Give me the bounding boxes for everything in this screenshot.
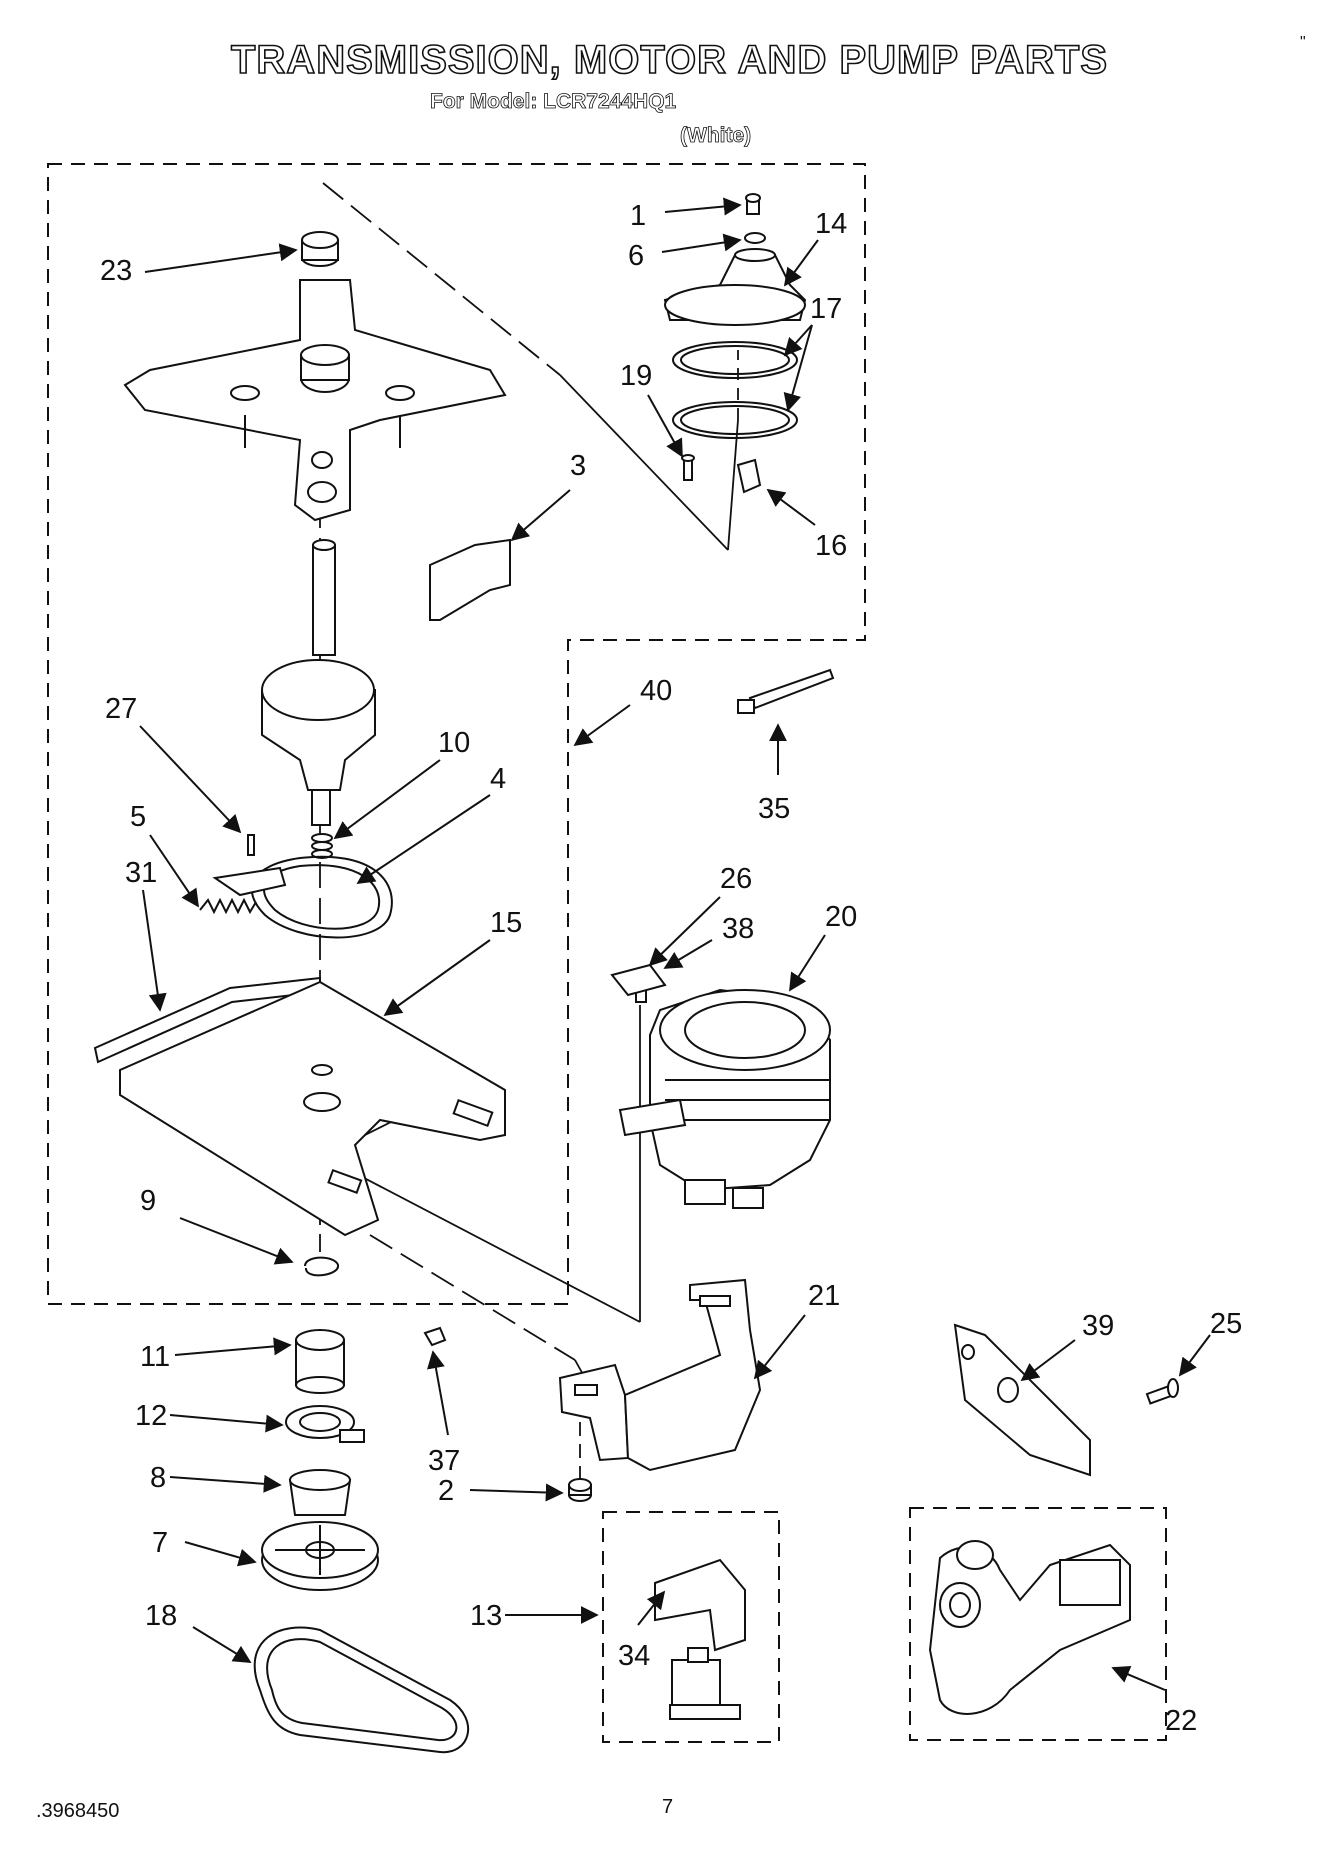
pump-screw-part [681,454,695,481]
seal-part [301,231,339,267]
callout-40: 40 [640,675,672,707]
brake-band-part [212,855,393,939]
bracket-screw-part [1145,1378,1179,1405]
callout-5: 5 [130,801,146,833]
callout-13: 13 [470,1600,502,1632]
callout-17: 17 [810,293,842,325]
callout-labels: 1 6 14 17 19 16 3 23 40 35 27 10 4 5 31 … [100,200,1242,1737]
callout-4: 4 [490,763,506,795]
color-variant: (White) [680,124,752,148]
cable-tie-part [737,668,835,714]
bearing-part [295,1329,345,1394]
drain-pump-box [909,1507,1167,1741]
screw-washer-part [744,193,766,244]
callout-25: 25 [1210,1308,1242,1340]
spring-part [199,897,257,915]
callout-10: 10 [438,727,470,759]
motor-mount-part [558,1278,762,1472]
callout-35: 35 [758,793,790,825]
callout-6: 6 [628,240,644,272]
assembly-boxes [47,163,1167,1743]
motor-bracket-part [610,963,667,997]
callout-12: 12 [135,1400,167,1432]
callout-11: 11 [140,1341,170,1373]
page-title: TRANSMISSION, MOTOR AND PUMP PARTS [230,37,1108,83]
callout-20: 20 [825,901,857,933]
nut-part [568,1478,592,1502]
callout-9: 9 [140,1185,156,1217]
pump-bracket-part [953,1323,1091,1477]
callout-27: 27 [105,693,137,725]
transmission-assembly-box [47,163,866,1305]
callout-21: 21 [808,1280,840,1312]
pump-clip-part [736,458,762,494]
clutch-ring-part [285,1405,365,1443]
retaining-ring-part [304,1256,339,1277]
drain-pump-part [928,1540,1131,1715]
callout-18: 18 [145,1600,177,1632]
pulley-hub-part [288,1469,352,1516]
callout-3: 3 [570,450,586,482]
leader-arrows [139,197,1211,1691]
gasket-parts [672,341,798,439]
callout-38: 38 [722,913,754,945]
motor-part [618,988,831,1209]
callout-14: 14 [815,208,847,240]
hub-spider-part [123,279,507,522]
model-line: For Model: LCR7244HQ1 [430,90,677,114]
callout-15: 15 [490,907,522,939]
callout-7: 7 [152,1527,168,1559]
page-number: 7 [662,1796,674,1818]
callout-22: 22 [1165,1705,1197,1737]
pulley-part [261,1521,379,1591]
callout-31: 31 [125,857,157,889]
callout-2: 2 [438,1475,454,1507]
callout-8: 8 [150,1462,166,1494]
corner-mark: " [1300,34,1306,51]
callout-26: 26 [720,863,752,895]
motor-switch-box [602,1511,780,1743]
clip-part [423,1326,447,1347]
callout-37: 37 [428,1445,460,1477]
callout-23: 23 [100,255,132,287]
belt-part [253,1626,469,1754]
callout-19: 19 [620,360,652,392]
gasket-plate-part [429,538,511,621]
callout-1: 1 [630,200,646,232]
pump-cover-part [663,248,807,326]
callout-16: 16 [815,530,847,562]
motor-switch-part [654,1558,746,1720]
brake-spring-part [247,833,333,859]
transmission-part [261,539,376,826]
base-plate-part [119,980,506,1237]
document-number: .3968450 [36,1800,120,1822]
callout-34: 34 [618,1640,650,1672]
callout-39: 39 [1082,1310,1114,1342]
parts [93,193,1179,1754]
